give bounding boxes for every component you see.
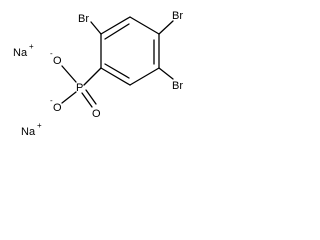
ring-inner-bond — [104, 63, 130, 79]
bond-p-o-double-b — [85, 89, 97, 105]
phosphorus-label: P — [76, 82, 83, 94]
chemical-structure: Br Br Br P O - O - O Na + Na + — [13, 10, 183, 138]
ring-bond — [129, 67, 160, 86]
sodium-bottom-label: Na — [21, 126, 36, 138]
sodium-top-label: Na — [13, 47, 28, 59]
bromine-top-left-label: Br — [78, 13, 89, 25]
bond-ring-br-top-left — [90, 21, 102, 35]
oxygen-upper-label: O — [53, 55, 62, 67]
bromine-right-label: Br — [172, 80, 183, 92]
bond-p-o-lower — [61, 91, 77, 104]
ring-bond — [129, 16, 160, 35]
oxygen-double-label: O — [92, 108, 101, 120]
benzene-ring — [100, 16, 160, 86]
bond-ring-br-top-right — [158, 20, 174, 35]
ring-bond — [100, 67, 131, 86]
sodium-bottom-charge: + — [37, 121, 42, 130]
bond-p-o-double-a — [81, 92, 93, 108]
bond-ring-phosphorus — [83, 67, 102, 86]
sodium-top-charge: + — [29, 42, 34, 51]
ring-bond — [100, 16, 131, 35]
oxygen-lower-label: O — [53, 102, 62, 114]
ring-inner-bond — [104, 23, 130, 40]
bond-ring-br-right — [158, 67, 174, 80]
oxygen-upper-charge: - — [50, 49, 53, 58]
bromine-top-right-label: Br — [172, 10, 183, 22]
bond-p-o-upper — [61, 65, 77, 83]
oxygen-lower-charge: - — [50, 96, 53, 105]
